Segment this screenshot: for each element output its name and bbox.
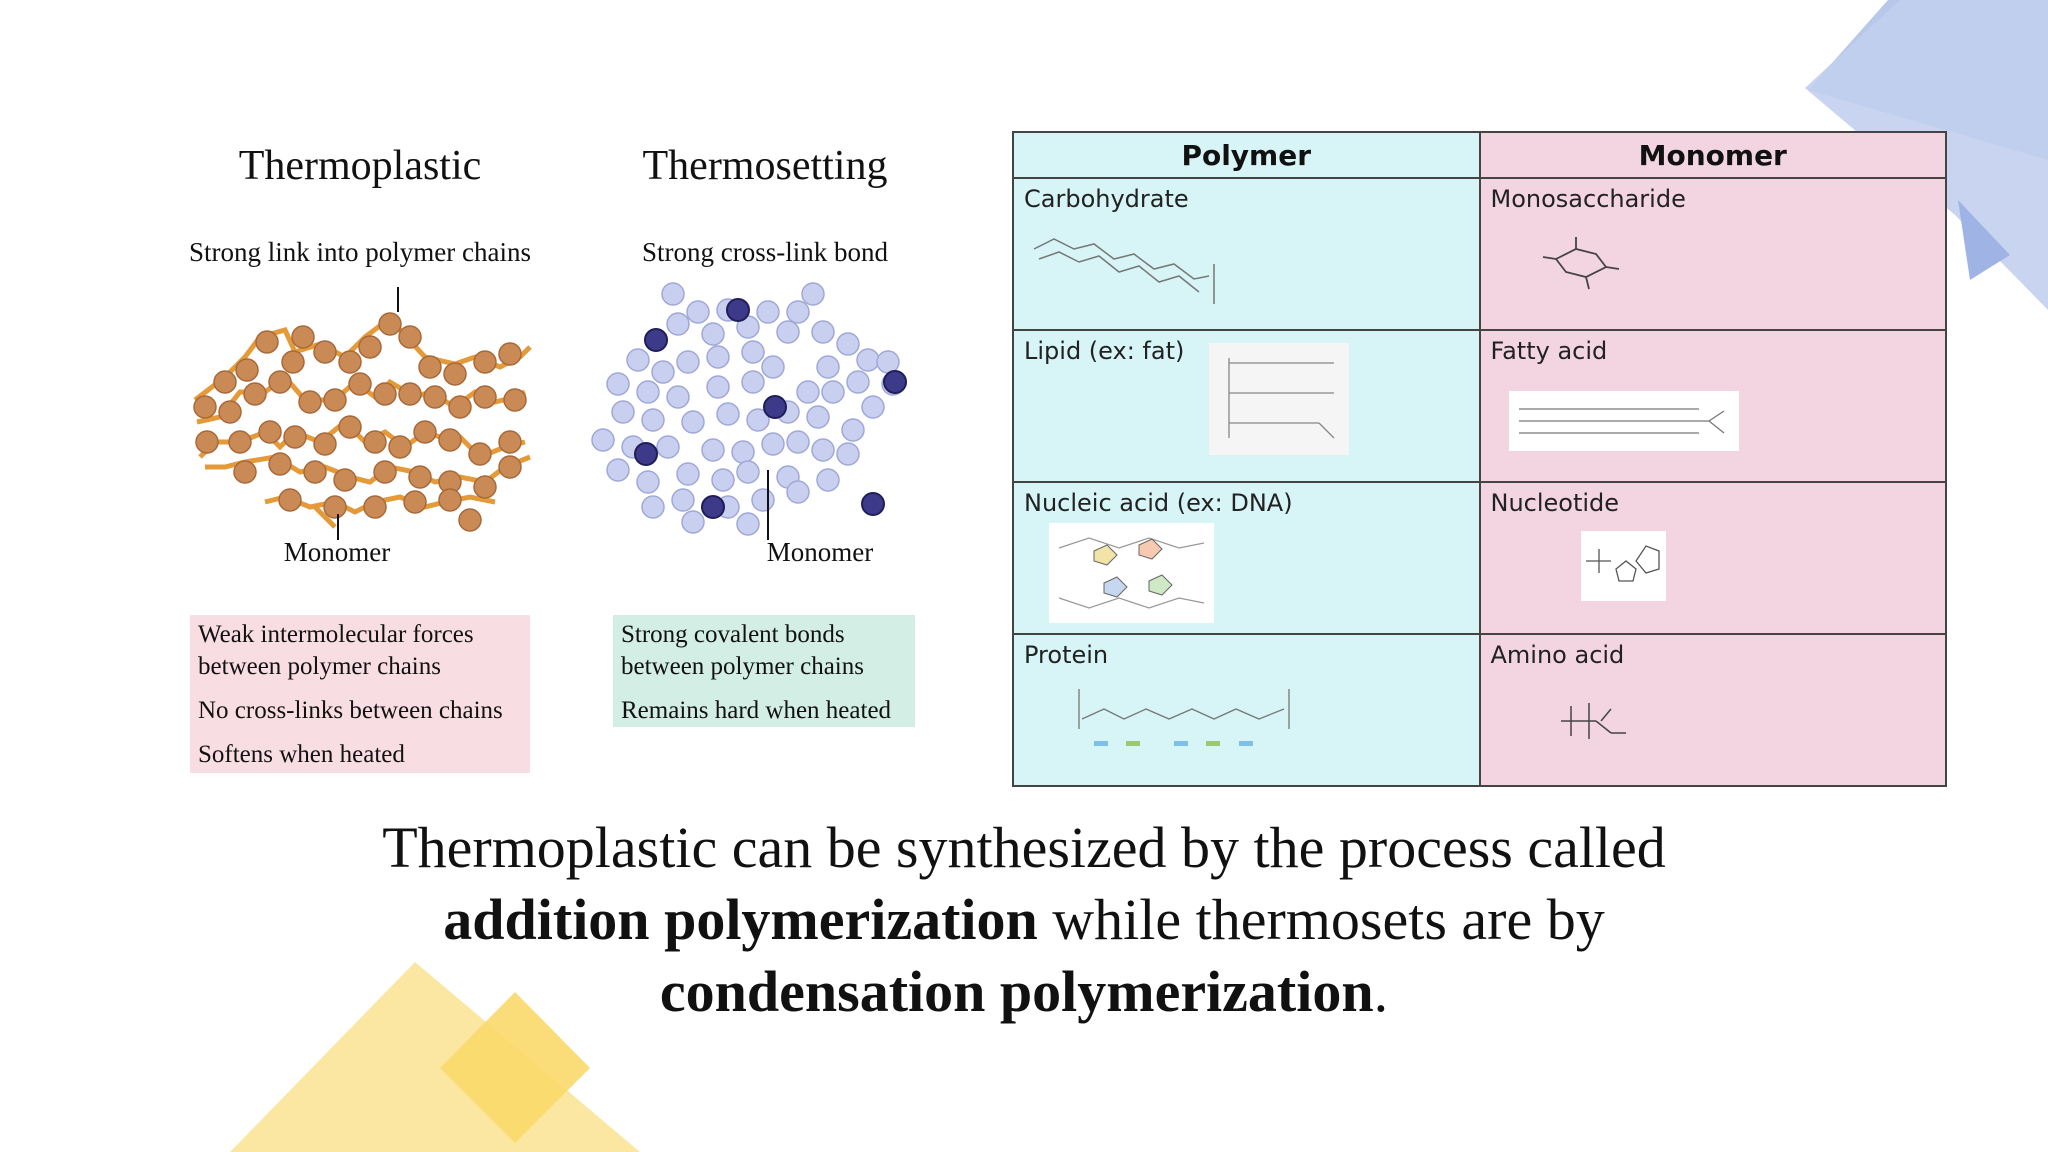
deco-yellow-diamond-small <box>440 992 590 1143</box>
monosaccharide-structure-image <box>1542 237 1619 290</box>
summary-part-3: . <box>1373 959 1389 1024</box>
thermosetting-top-label: Strong cross-link bond <box>642 237 888 267</box>
summary-text: Thermoplastic can be synthesized by the … <box>180 812 1868 1028</box>
monomer-name: Monosaccharide <box>1490 185 1686 213</box>
deco-blue-small-diamond <box>1958 200 2010 280</box>
polymer-name: Protein <box>1024 641 1109 669</box>
amino-acid-structure-image <box>1560 703 1626 739</box>
thermoplastic-property-2: No cross-links between chains <box>198 697 503 724</box>
monomer-name: Fatty acid <box>1490 337 1608 365</box>
polymer-name: Lipid (ex: fat) <box>1024 337 1185 365</box>
thermosetting-title: Thermosetting <box>642 143 888 189</box>
thermosetting-monomer-label: Monomer <box>766 537 874 567</box>
thermosetting-property-1: Strong covalent bonds between polymer ch… <box>621 621 864 680</box>
monomer-cell: Nucleotide <box>1478 481 1947 635</box>
thermoplastic-chains-illustration <box>193 287 532 540</box>
thermoplastic-monomer-label: Monomer <box>283 537 391 567</box>
monomer-cell: Monosaccharide <box>1478 177 1947 331</box>
polymer-cell: Carbohydrate <box>1012 177 1481 331</box>
polymer-cell: Protein <box>1012 633 1481 787</box>
thermosetting-property-2: Remains hard when heated <box>621 697 892 724</box>
polymer-cell: Lipid (ex: fat) <box>1012 329 1481 483</box>
polymer-name: Carbohydrate <box>1024 185 1189 213</box>
monomer-cell: Fatty acid <box>1478 329 1947 483</box>
monomer-cell: Amino acid <box>1478 633 1947 787</box>
table-row: Nucleic acid (ex: DNA) Nucl <box>1012 481 1947 635</box>
polymer-monomer-table: Polymer Monomer Carbohydrate Monosacchar… <box>1012 131 1947 787</box>
table-row: Protein Amino acid <box>1012 633 1947 787</box>
thermosetting-properties-box: Strong covalent bonds between polymer ch… <box>613 615 915 727</box>
fatty-acid-structure-image <box>1508 391 1739 451</box>
lipid-structure-image <box>1209 343 1349 455</box>
thermoplastic-properties-box: Weak intermolecular forces between polym… <box>190 615 530 773</box>
monomer-header: Monomer <box>1478 131 1947 179</box>
summary-part-1: Thermoplastic can be synthesized by the … <box>382 815 1666 880</box>
dna-structure-image <box>1049 523 1214 623</box>
table-row: Carbohydrate Monosaccharide <box>1012 177 1947 331</box>
table-row: Lipid (ex: fat) Fatty acid <box>1012 329 1947 483</box>
polymer-name: Nucleic acid (ex: DNA) <box>1024 489 1293 517</box>
monomer-name: Nucleotide <box>1490 489 1620 517</box>
protein-structure-image <box>1078 689 1290 746</box>
condensation-polymerization-term: condensation polymerization <box>659 959 1374 1024</box>
thermosetting-network-illustration <box>591 282 907 540</box>
summary-part-2: while thermosets are by <box>1037 887 1605 952</box>
thermoplastic-top-label: Strong link into polymer chains <box>189 237 531 267</box>
thermoplastic-property-3: Softens when heated <box>198 741 405 768</box>
carbohydrate-structure-image <box>1033 238 1215 304</box>
thermoplastic-title: Thermoplastic <box>238 143 482 189</box>
addition-polymerization-term: addition polymerization <box>443 887 1038 952</box>
thermoplastic-property-1: Weak intermolecular forces between polym… <box>198 621 474 680</box>
polymer-cell: Nucleic acid (ex: DNA) <box>1012 481 1481 635</box>
nucleotide-structure-image <box>1580 531 1666 601</box>
polymer-header: Polymer <box>1012 131 1481 179</box>
monomer-name: Amino acid <box>1490 641 1625 669</box>
